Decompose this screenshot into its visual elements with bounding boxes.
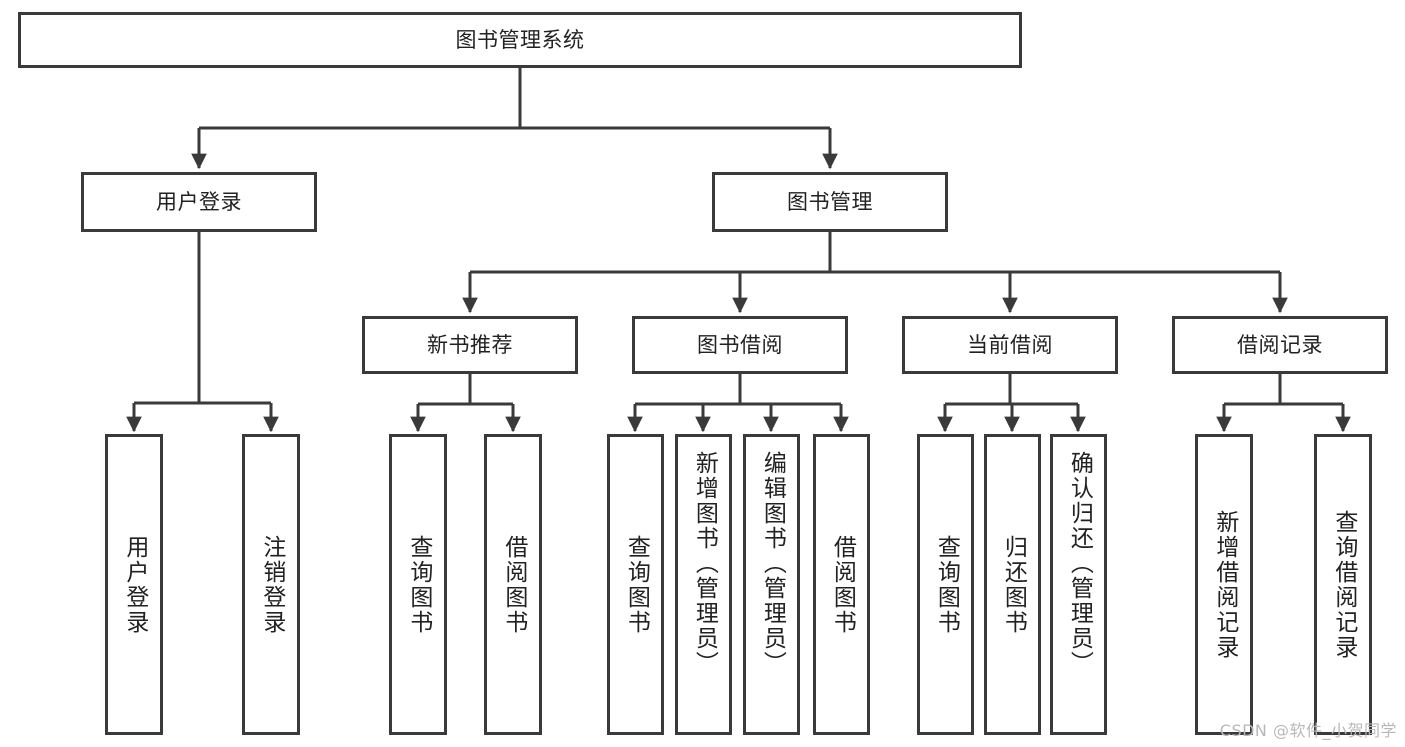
- leaf-user-login-logout-label: 注销登录: [258, 534, 285, 635]
- leaf-book-borrow-borrow-label: 借阅图书: [829, 534, 856, 635]
- leaf-new-book-borrow-label: 借阅图书: [500, 534, 527, 635]
- node-borrow-record[interactable]: 借阅记录: [1172, 316, 1388, 374]
- leaf-book-borrow-query[interactable]: 查询图书: [607, 434, 664, 735]
- leaf-user-login-logout[interactable]: 注销登录: [242, 434, 300, 735]
- leaf-user-login-login[interactable]: 用户登录: [105, 434, 163, 735]
- leaf-current-borrow-return[interactable]: 归还图书: [984, 434, 1041, 735]
- leaf-current-borrow-confirm[interactable]: 确认归还（管理员）: [1050, 434, 1107, 735]
- csdn-watermark: CSDN @软件_小贺同学: [1219, 721, 1397, 740]
- leaf-book-borrow-edit-label: 编辑图书（管理员）: [759, 451, 786, 676]
- leaf-borrow-record-add-label: 新增借阅记录: [1211, 509, 1238, 660]
- leaf-book-borrow-query-label: 查询图书: [623, 534, 650, 635]
- node-new-book-recommend-label: 新书推荐: [427, 332, 513, 357]
- leaf-book-borrow-add-label: 新增图书（管理员）: [691, 451, 718, 676]
- node-user-login-label: 用户登录: [156, 189, 242, 214]
- node-root-system-label: 图书管理系统: [455, 27, 585, 52]
- node-new-book-recommend[interactable]: 新书推荐: [362, 316, 578, 374]
- leaf-current-borrow-return-label: 归还图书: [1000, 534, 1027, 635]
- leaf-new-book-query-label: 查询图书: [405, 534, 432, 635]
- leaf-current-borrow-query[interactable]: 查询图书: [917, 434, 974, 735]
- leaf-borrow-record-add[interactable]: 新增借阅记录: [1195, 434, 1253, 735]
- node-book-borrow[interactable]: 图书借阅: [632, 316, 848, 374]
- leaf-borrow-record-query[interactable]: 查询借阅记录: [1314, 434, 1372, 735]
- node-user-login[interactable]: 用户登录: [81, 172, 317, 232]
- node-root-system[interactable]: 图书管理系统: [18, 12, 1022, 68]
- node-borrow-record-label: 借阅记录: [1237, 332, 1323, 357]
- leaf-book-borrow-edit[interactable]: 编辑图书（管理员）: [743, 434, 800, 735]
- leaf-user-login-login-label: 用户登录: [121, 534, 148, 635]
- leaf-new-book-borrow[interactable]: 借阅图书: [484, 434, 542, 735]
- node-book-borrow-label: 图书借阅: [697, 332, 783, 357]
- node-current-borrow-label: 当前借阅: [967, 332, 1053, 357]
- node-current-borrow[interactable]: 当前借阅: [902, 316, 1118, 374]
- node-book-management[interactable]: 图书管理: [712, 172, 948, 232]
- node-book-management-label: 图书管理: [787, 189, 873, 214]
- leaf-book-borrow-add[interactable]: 新增图书（管理员）: [675, 434, 732, 735]
- leaf-borrow-record-query-label: 查询借阅记录: [1330, 509, 1357, 660]
- leaf-new-book-query[interactable]: 查询图书: [389, 434, 447, 735]
- leaf-current-borrow-query-label: 查询图书: [933, 534, 960, 635]
- leaf-current-borrow-confirm-label: 确认归还（管理员）: [1066, 451, 1093, 676]
- leaf-book-borrow-borrow[interactable]: 借阅图书: [813, 434, 870, 735]
